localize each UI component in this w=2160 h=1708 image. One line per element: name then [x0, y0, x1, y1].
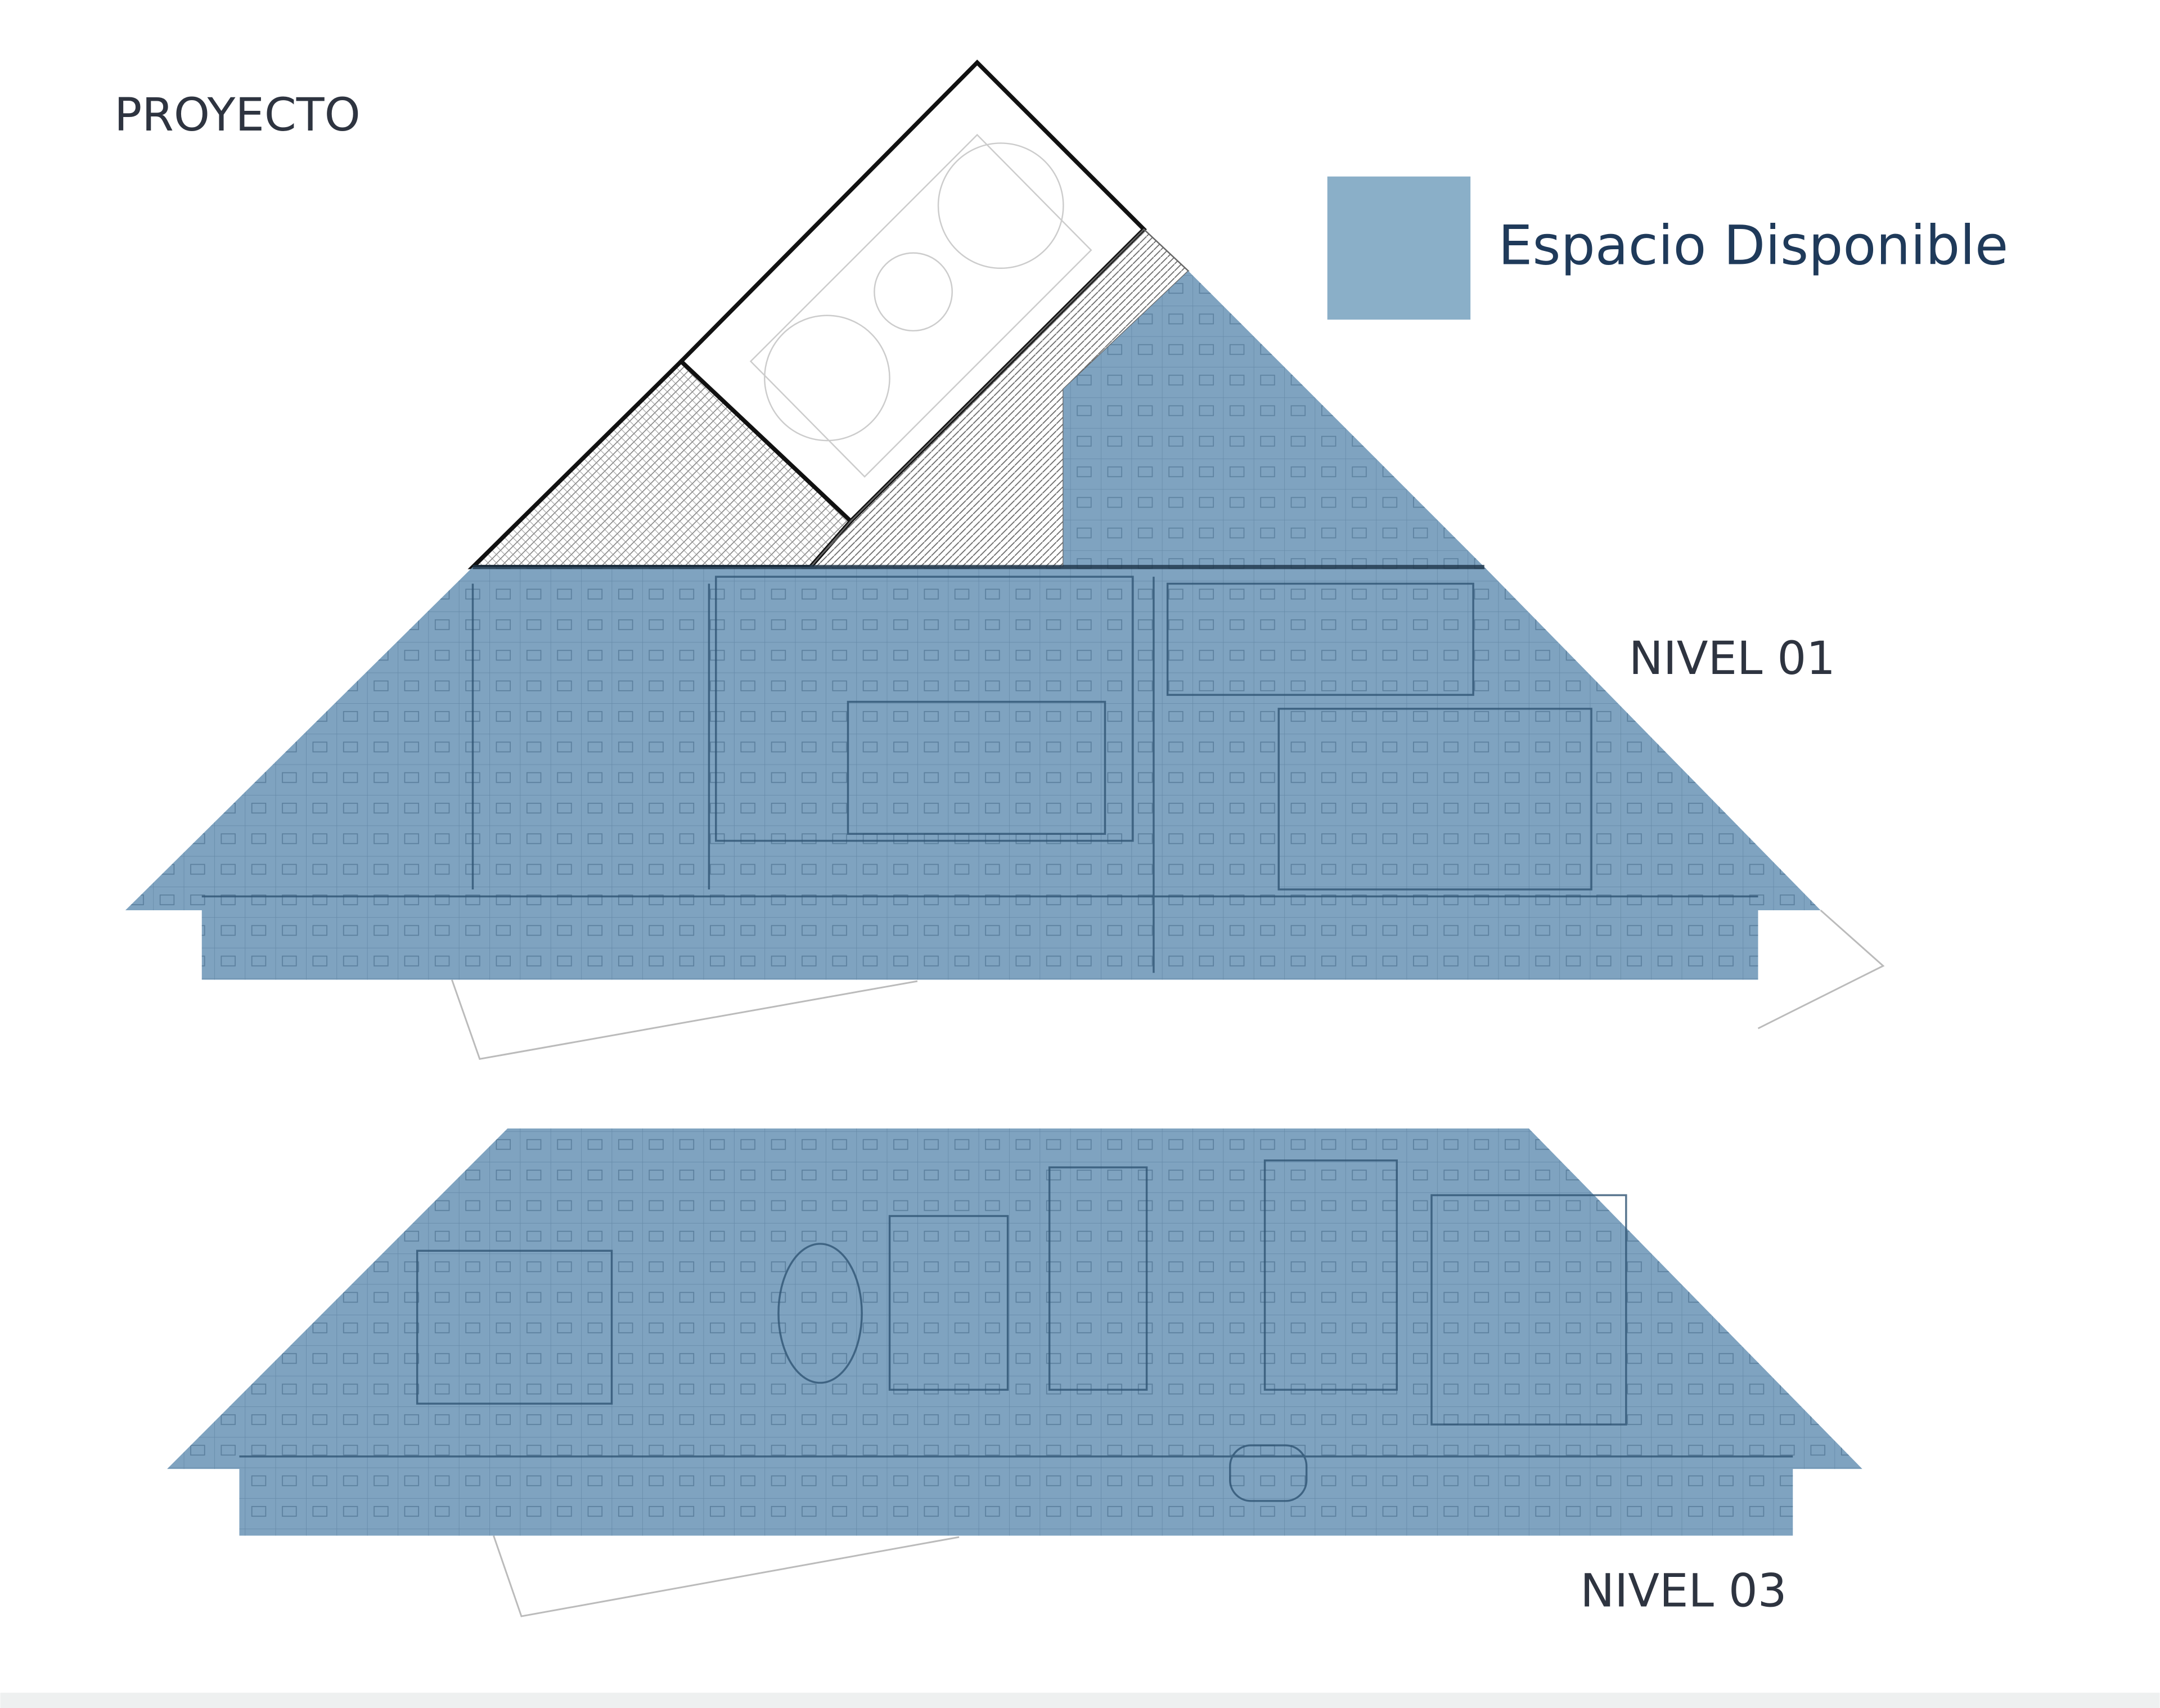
level-01-label: NIVEL 01 [1629, 632, 1835, 685]
legend: Espacio Disponible [1327, 176, 2009, 320]
project-title: PROYECTO [114, 88, 361, 142]
footer-band [0, 1692, 2160, 1708]
level-01-plan [125, 59, 1885, 1060]
legend-label: Espacio Disponible [1498, 214, 2009, 277]
level-03-plan [167, 1128, 1862, 1617]
level-03-label: NIVEL 03 [1580, 1565, 1786, 1618]
legend-swatch [1327, 176, 1471, 320]
